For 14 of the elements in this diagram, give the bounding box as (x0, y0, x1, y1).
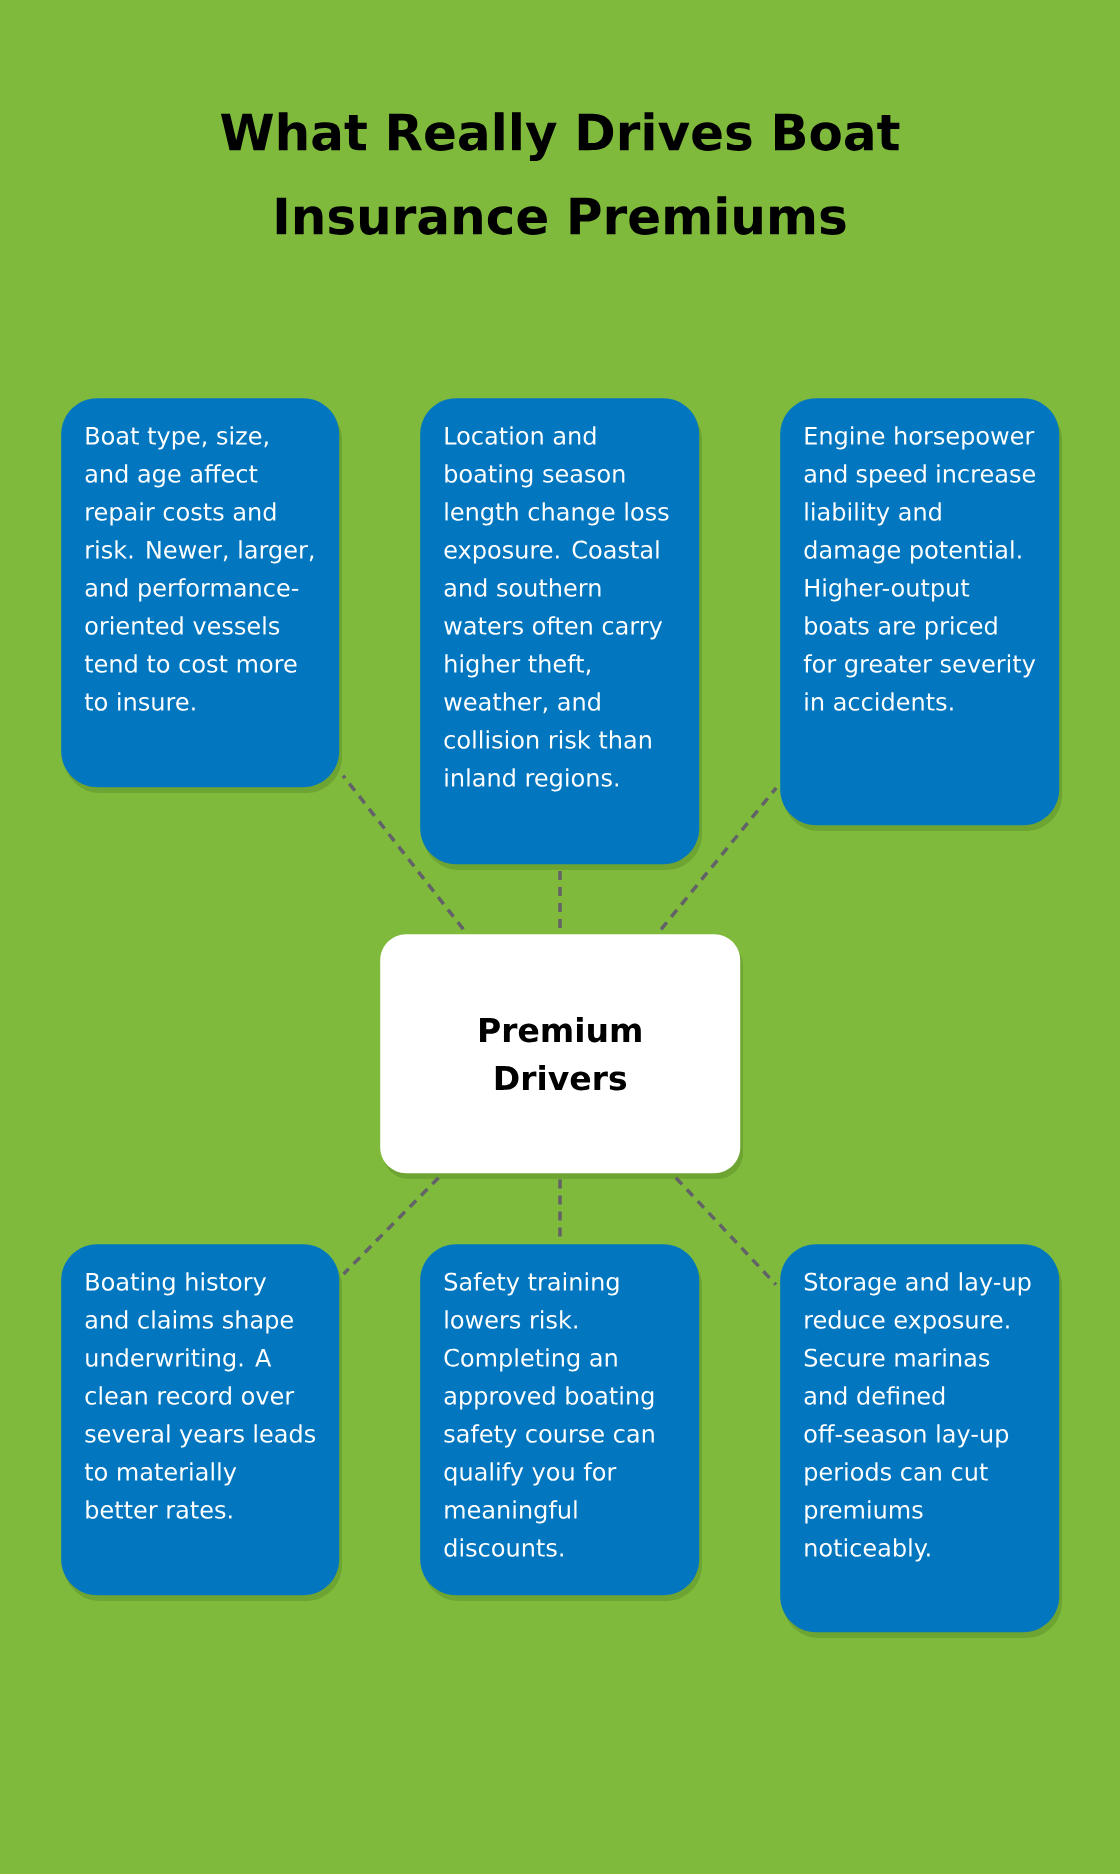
connector-line (342, 1176, 440, 1276)
connector-line (558, 870, 562, 928)
connector-line (341, 774, 465, 931)
text-card: Boat type, size, and age affect repair costs and risk. Newer, larger, and performance-oriented vessels tend to cost more to insure. (61, 398, 342, 793)
text-card: Safety training lowers risk. Completing an approved boating safety course can qualify you for meaningful discounts. (420, 1244, 702, 1601)
text-card: Engine horsepower and speed increase liability and damage potential. Higher-output boats are priced for greater severity in accidents. (780, 398, 1062, 831)
connector-line (659, 786, 778, 931)
connector-line (558, 1179, 562, 1238)
text-card: Location and boating season length change loss exposure. Coastal and southern waters often carry higher theft, weather, and collision risk than inland regions. (420, 398, 702, 870)
center-box: Premium Drivers (380, 934, 743, 1179)
connector-line (674, 1176, 778, 1286)
title: What Really Drives Boat Insurance Premiums (220, 112, 900, 235)
text-card: Boating history and claims shape underwriting. A clean record over several years leads to materially better rates. (61, 1244, 342, 1601)
text-card: Storage and lay-up reduce exposure. Secure marinas and defined off-season lay-up periods can cut premiums noticeably. (780, 1244, 1062, 1638)
